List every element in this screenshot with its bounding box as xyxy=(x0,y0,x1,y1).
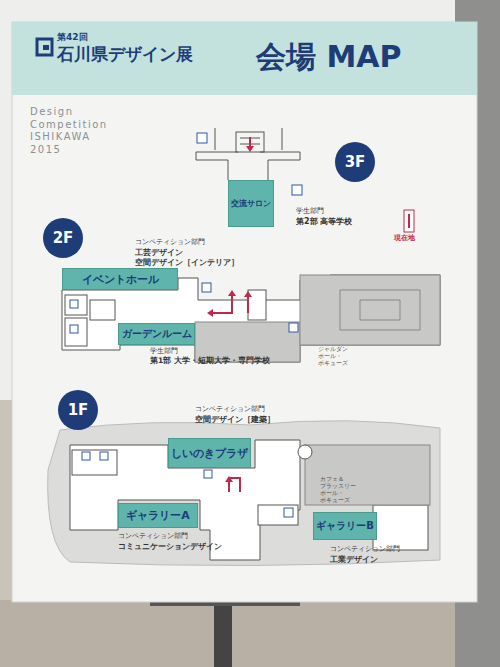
room-name: しいのきプラザ xyxy=(171,446,248,461)
room-name: イベントホール xyxy=(82,272,159,287)
room-caption: ジャルダン ポール・ボキューズ xyxy=(318,346,348,367)
section-caption: コミュニケーションデザイン xyxy=(118,542,222,551)
map-title: 会場 MAP xyxy=(256,40,402,75)
room-name: 交流サロン xyxy=(231,198,271,209)
section-caption: コンペティション部門 xyxy=(195,405,265,413)
floor-number: 2F xyxy=(53,229,74,247)
section-caption: コンペティション部門 xyxy=(135,238,205,246)
exhibition-name: 石川県デザイン展 xyxy=(57,45,193,65)
room-box: ギャラリーA xyxy=(118,503,198,528)
floor-number: 1F xyxy=(68,401,89,419)
room-box: ガーデンルーム xyxy=(118,323,195,345)
floor-number: 3F xyxy=(345,153,366,171)
section-caption: 学生部門 xyxy=(150,347,178,355)
section-caption: コンペティション部門 xyxy=(330,545,400,553)
room-box: ギャラリーB xyxy=(313,512,377,540)
room-box: しいのきプラザ xyxy=(168,438,251,468)
floor-badge: 1F xyxy=(58,390,98,430)
section-caption: 学生部門 xyxy=(296,207,324,215)
section-caption: 第1部 大学・短期大学・専門学校 xyxy=(150,357,270,366)
room-box: イベントホール xyxy=(62,268,178,290)
section-caption: 空間デザイン［インテリア］ xyxy=(135,258,239,267)
competition-name: Design Competition ISHIKAWA 2015 xyxy=(30,106,108,156)
section-caption: コンペティション部門 xyxy=(118,532,188,540)
section-caption: 第2部 高等学校 xyxy=(296,217,352,226)
floor-badge: 3F xyxy=(335,142,375,182)
current-location: 現在地 xyxy=(394,234,415,242)
section-caption: 工芸デザイン xyxy=(135,248,183,257)
room-caption: カフェ＆ブラッスリー ポール・ボキューズ xyxy=(320,476,356,504)
room-name: ガーデンルーム xyxy=(122,327,192,341)
section-caption: 空間デザイン［建築］ xyxy=(195,415,275,424)
room-box: 交流サロン xyxy=(228,180,274,227)
section-caption: 工業デザイン xyxy=(330,555,378,564)
edition-number: 第42回 xyxy=(57,32,88,42)
room-name: ギャラリーB xyxy=(316,519,374,533)
floor-badge: 2F xyxy=(43,218,83,258)
room-name: ギャラリーA xyxy=(126,508,190,523)
